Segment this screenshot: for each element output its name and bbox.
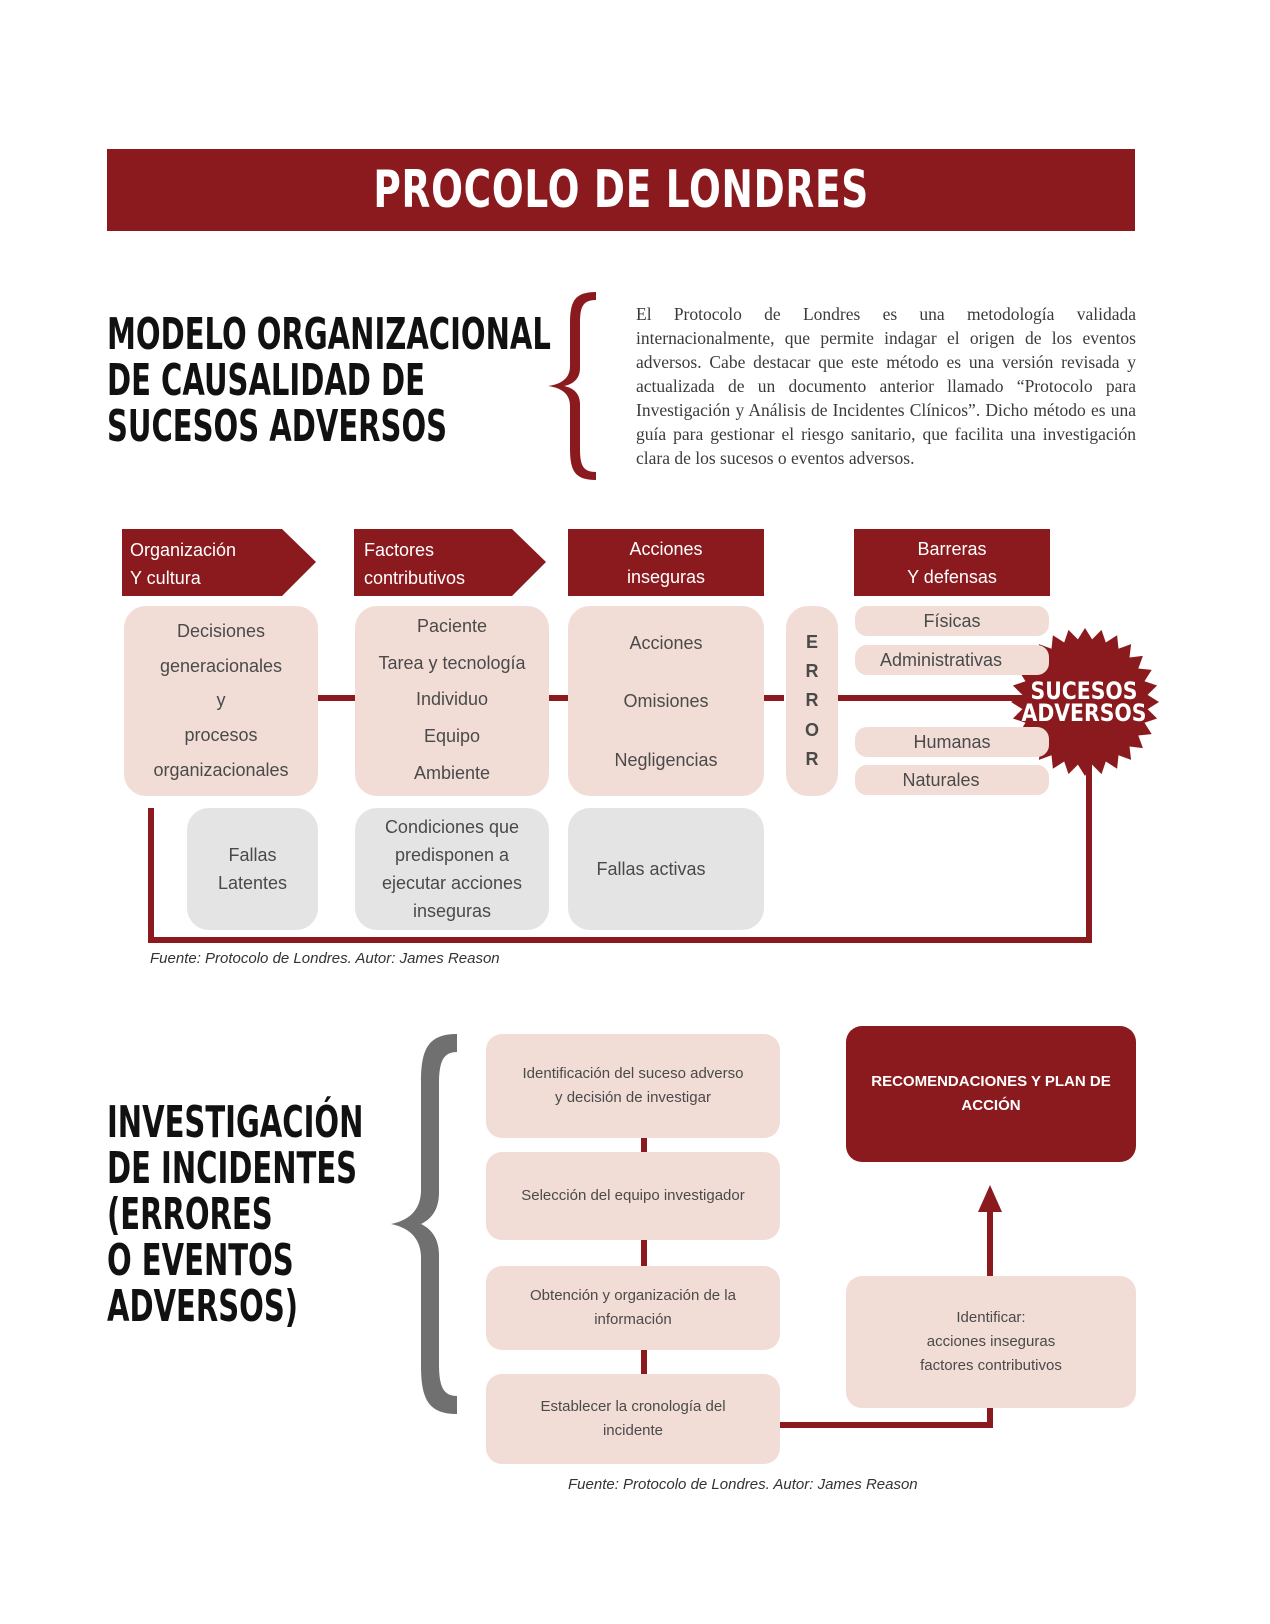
section2-title: INVESTIGACIÓN DE INCIDENTES (ERRORES O E… <box>107 1097 364 1332</box>
organization-item: organizacionales <box>153 760 289 781</box>
barrier-natural: Naturales <box>855 765 1049 795</box>
step-line: incidente <box>602 1422 664 1439</box>
conditions-line: Condiciones que <box>384 817 520 837</box>
identify-line: acciones inseguras <box>926 1333 1056 1350</box>
latent-failures-box: Fallas Latentes <box>187 808 318 930</box>
latent-line: Fallas <box>228 845 277 865</box>
factors-item: Tarea y tecnología <box>378 652 526 673</box>
step-identification: Identificación del suceso adverso y deci… <box>486 1034 780 1138</box>
barrier-physical: Físicas <box>855 606 1049 636</box>
outcome-line2: ADVERSOS <box>1021 699 1147 727</box>
identify-box: Identificar: acciones inseguras factores… <box>846 1276 1136 1408</box>
recommendations-line: RECOMENDACIONES Y PLAN DE <box>871 1073 1111 1090</box>
error-letter: E <box>805 632 818 653</box>
barrier-human: Humanas <box>855 727 1049 757</box>
error-letter: R <box>805 748 819 769</box>
actions-item: Acciones <box>629 632 703 653</box>
red-brace-icon <box>548 292 596 480</box>
identify-line: Identificar: <box>956 1309 1026 1326</box>
step-line: y decisión de investigar <box>555 1089 711 1106</box>
step-team-selection: Selección del equipo investigador <box>486 1152 780 1240</box>
header-barriers-line2: Y defensas <box>907 566 997 587</box>
header-actions-line2: inseguras <box>626 566 706 587</box>
header-factors-line1: Factores <box>364 540 435 560</box>
actions-box: Acciones Omisiones Negligencias <box>568 606 764 796</box>
header-organization-line1: Organización <box>130 540 237 560</box>
step-chronology: Establecer la cronología del incidente <box>486 1374 780 1464</box>
source-caption: Fuente: Protocolo de Londres. Autor: Jam… <box>568 1476 918 1493</box>
organization-item: generacionales <box>159 655 283 676</box>
flow-connector <box>641 1350 647 1374</box>
error-box: E R R O R <box>786 606 838 796</box>
organization-box: Decisiones generacionales y procesos org… <box>124 606 318 796</box>
flow-connector <box>641 1240 647 1266</box>
factors-box: Paciente Tarea y tecnología Individuo Eq… <box>355 606 549 796</box>
header-barriers: Barreras Y defensas <box>854 529 1050 596</box>
factors-item: Paciente <box>416 615 488 636</box>
error-letter: O <box>804 719 819 740</box>
latent-line: Latentes <box>217 873 288 893</box>
header-barriers-line1: Barreras <box>917 538 987 559</box>
factors-item: Equipo <box>423 726 481 747</box>
header-organization: Organización Y cultura <box>122 529 312 596</box>
active-failures-box: Fallas activas <box>568 808 764 930</box>
flow-connector <box>641 1138 647 1152</box>
outcome-label: SUCESOS ADVERSOS <box>1017 677 1151 727</box>
actions-item: Omisiones <box>623 691 709 712</box>
conditions-line: ejecutar acciones <box>381 873 523 893</box>
organization-item: procesos <box>184 725 258 746</box>
header-factors: Factores contributivos <box>354 529 544 596</box>
step-line: información <box>594 1311 672 1328</box>
organization-item: Decisiones <box>176 620 266 641</box>
outcome-line1: SUCESOS <box>1030 677 1138 705</box>
header-actions-line1: Acciones <box>629 538 703 559</box>
step-line: Selección del equipo investigador <box>521 1187 745 1204</box>
identify-line: factores contributivos <box>920 1357 1062 1374</box>
grey-brace-icon <box>391 1034 457 1414</box>
factors-item: Individuo <box>415 689 489 710</box>
intro-paragraph: El Protocolo de Londres es una metodolog… <box>636 304 1136 468</box>
page-title: PROCOLO DE LONDRES <box>373 160 869 220</box>
factors-item: Ambiente <box>413 763 491 784</box>
step-line: Identificación del suceso adverso <box>522 1065 744 1082</box>
organization-item: y <box>216 690 226 711</box>
title-banner: PROCOLO DE LONDRES <box>107 149 1135 231</box>
recommendations-line: ACCIÓN <box>961 1097 1021 1114</box>
conditions-line: predisponen a <box>394 845 510 865</box>
header-actions: Acciones inseguras <box>568 529 764 596</box>
conditions-box: Condiciones que predisponen a ejecutar a… <box>355 808 549 930</box>
error-letter: R <box>805 661 819 682</box>
actions-item: Negligencias <box>614 750 718 771</box>
step-line: Obtención y organización de la <box>530 1287 736 1304</box>
step-line: Establecer la cronología del <box>540 1398 726 1415</box>
barrier-administrative: Administrativas <box>855 645 1049 675</box>
header-factors-line2: contributivos <box>364 568 466 588</box>
section1-title: MODELO ORGANIZACIONAL DE CAUSALIDAD DE S… <box>107 309 551 452</box>
error-letter: R <box>805 690 819 711</box>
conditions-line: inseguras <box>412 901 492 921</box>
header-organization-line2: Y cultura <box>130 568 201 588</box>
source-caption: Fuente: Protocolo de Londres. Autor: Jam… <box>150 950 500 967</box>
recommendations-box: RECOMENDACIONES Y PLAN DE ACCIÓN <box>846 1026 1136 1162</box>
step-information: Obtención y organización de la informaci… <box>486 1266 780 1350</box>
